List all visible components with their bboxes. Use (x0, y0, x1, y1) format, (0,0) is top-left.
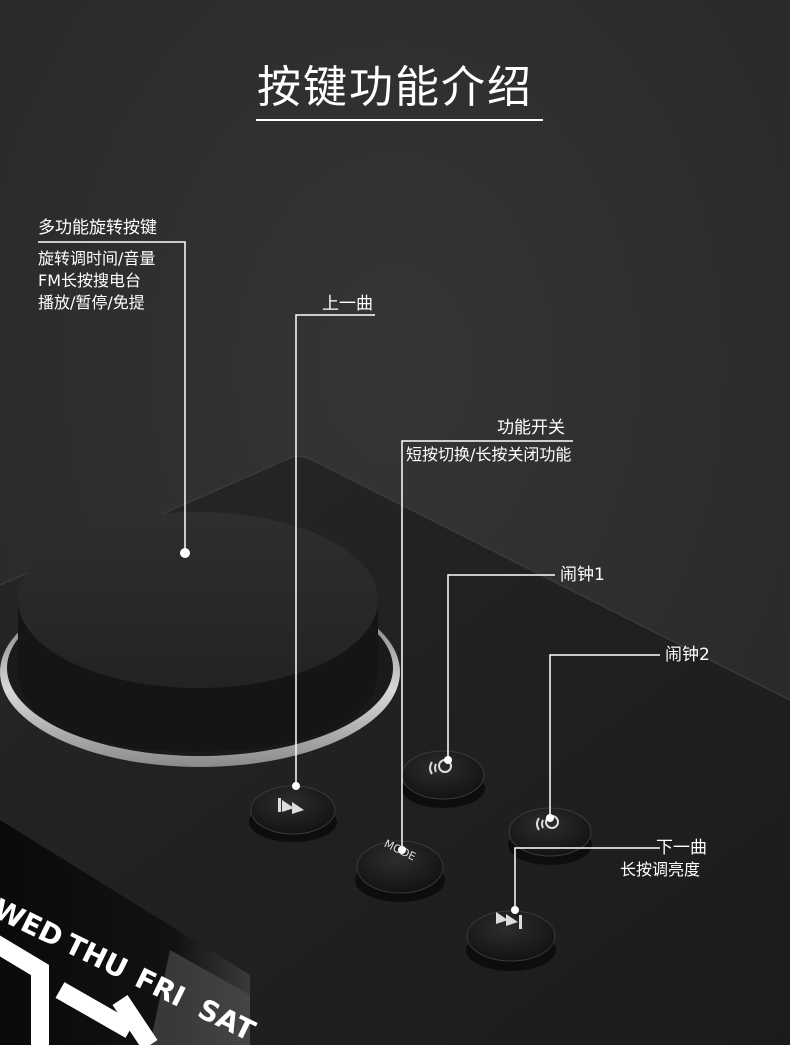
alarm1-button[interactable] (401, 750, 485, 808)
alarm2-button[interactable] (508, 807, 592, 865)
next-label: 下一曲 (656, 838, 707, 858)
prev-icon (278, 798, 304, 814)
alarm1-label: 闹钟1 (560, 565, 605, 585)
next-button[interactable] (466, 910, 556, 971)
title-underline (256, 119, 543, 121)
rotary-knob[interactable] (0, 512, 400, 767)
play-next-icon (496, 912, 522, 929)
knob-desc-line: 播放/暂停/免提 (38, 293, 145, 312)
mode-button[interactable]: MODE (355, 837, 445, 902)
alarm2-label: 闹钟2 (665, 645, 710, 665)
lcd-display: WED THU FRI SAT (0, 820, 260, 1045)
mode-desc-line: 短按切换/长按关闭功能 (406, 445, 572, 464)
page-title: 按键功能介绍 (257, 62, 533, 113)
next-desc-line: 长按调亮度 (620, 860, 701, 879)
knob-desc-line: FM长按搜电台 (38, 271, 142, 290)
prev-label: 上一曲 (322, 294, 373, 314)
prev-button[interactable] (249, 785, 337, 842)
callout-lines (38, 241, 660, 910)
callout-dots (180, 548, 554, 914)
knob-label: 多功能旋转按键 (38, 218, 157, 238)
knob-desc-line: 旋转调时间/音量 (38, 249, 156, 268)
display-digits (0, 935, 158, 1045)
mode-callout-label: 功能开关 (497, 418, 565, 438)
